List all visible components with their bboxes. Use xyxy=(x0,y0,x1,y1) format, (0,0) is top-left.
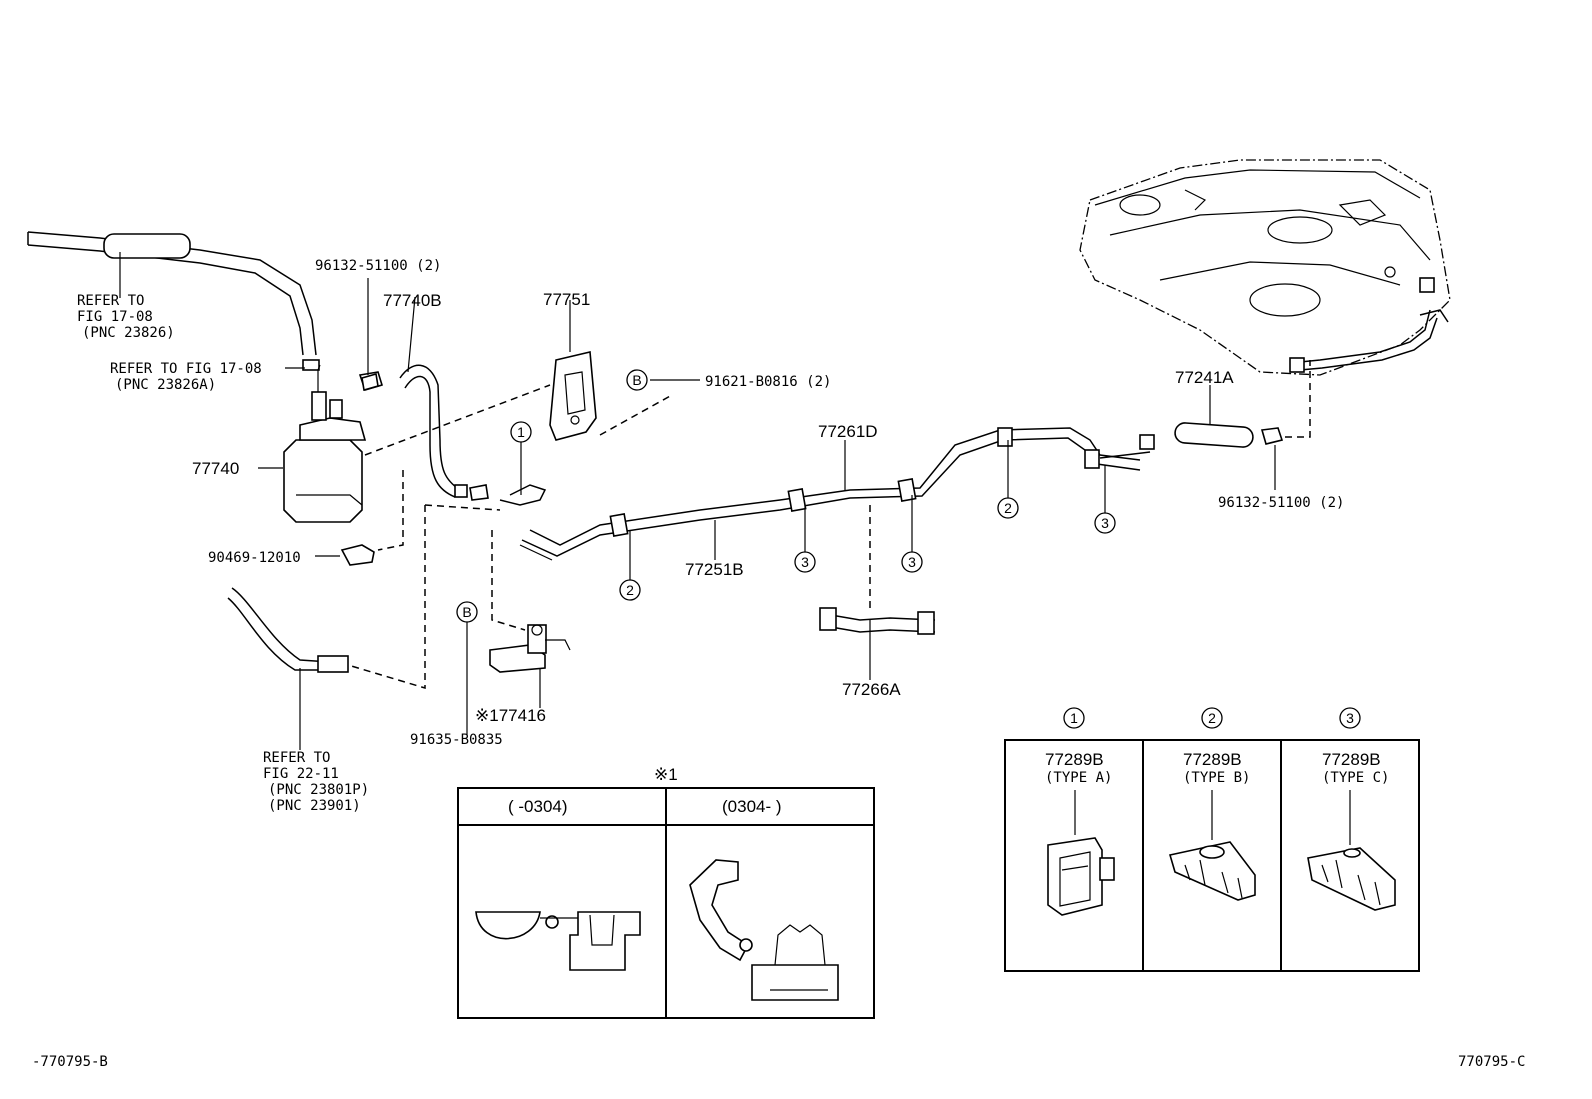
clamp-a-part: 77289B xyxy=(1045,750,1104,769)
refer-fig22-line4: (PNC 23901) xyxy=(268,798,361,814)
footer-right-code: 770795-C xyxy=(1458,1054,1525,1070)
leader-lines xyxy=(258,278,1276,735)
callout-3-a: 3 xyxy=(801,554,809,570)
callout-2-right: 2 xyxy=(1004,500,1012,516)
hose-clamps xyxy=(361,372,489,501)
refer-fig17a-line2: (PNC 23826A) xyxy=(115,377,216,393)
bracket-177416 xyxy=(489,624,571,708)
inset-variant-box: ※1 ( -0304) (0304- ) xyxy=(457,765,875,1019)
label-90469: 90469-12010 xyxy=(208,550,301,566)
refer-fig17-line2: FIG 17-08 xyxy=(77,309,153,325)
clamp-type-c-drawing xyxy=(1307,790,1396,911)
callout-3-c: 3 xyxy=(1101,515,1109,531)
refer-fig22-line1: REFER TO xyxy=(263,750,330,766)
clamp-marker-3: 3 xyxy=(1346,710,1354,726)
clamp-type-b-drawing xyxy=(1168,790,1256,901)
clamp-c-part: 77289B xyxy=(1322,750,1381,769)
inset-title: ※1 xyxy=(654,765,678,784)
vent-hose-upper xyxy=(27,231,320,371)
lower-hose xyxy=(227,587,349,750)
footer-left-code: -770795-B xyxy=(32,1054,108,1070)
label-177416: ※177416 xyxy=(475,706,546,725)
clamp-b-part: 77289B xyxy=(1183,750,1242,769)
label-77266a: 77266A xyxy=(842,680,901,699)
label-77251b: 77251B xyxy=(685,560,744,579)
label-91635: 91635-B0835 xyxy=(410,732,503,748)
refer-fig22-line3: (PNC 23801P) xyxy=(268,782,369,798)
dashed-leaders xyxy=(347,360,1311,690)
bracket-77751 xyxy=(549,300,597,441)
clamp-type-a-drawing xyxy=(1047,790,1115,916)
label-77261d: 77261D xyxy=(818,422,878,441)
clamp-type-table: 1 2 3 77289B (TYPE A) 77289B (TYPE B) 77… xyxy=(1004,707,1420,972)
clamp-marker-2: 2 xyxy=(1208,710,1216,726)
pipe-clips xyxy=(609,427,1155,537)
callout-b-lower: B xyxy=(462,604,471,620)
callout-2-left: 2 xyxy=(626,582,634,598)
clamp-new-style xyxy=(689,859,839,1001)
hose-77241a xyxy=(1174,422,1284,448)
clamp-b-type: (TYPE B) xyxy=(1183,770,1250,786)
label-77751: 77751 xyxy=(543,290,590,309)
label-77740b: 77740B xyxy=(383,291,442,310)
hose-77266a xyxy=(819,607,936,680)
callout-b-upper: B xyxy=(632,372,641,388)
callout-3-b: 3 xyxy=(908,554,916,570)
valve-90469 xyxy=(340,544,375,566)
refer-fig17-line3: (PNC 23826) xyxy=(82,325,175,341)
refer-fig22-line2: FIG 22-11 xyxy=(263,766,339,782)
label-91621: 91621-B0816 (2) xyxy=(705,374,831,390)
label-77740: 77740 xyxy=(192,459,239,478)
refer-fig17a-line1: REFER TO FIG 17-08 xyxy=(110,361,262,377)
clamp-marker-1: 1 xyxy=(1070,710,1078,726)
callout-1-upper: 1 xyxy=(517,424,525,440)
refer-fig17-line1: REFER TO xyxy=(77,293,144,309)
label-96132-top: 96132-51100 (2) xyxy=(315,258,441,274)
charcoal-canister xyxy=(283,364,367,523)
clamp-c-type: (TYPE C) xyxy=(1322,770,1389,786)
inset-col1-range: ( -0304) xyxy=(508,797,568,816)
clamp-old-style xyxy=(475,911,641,971)
inset-col2-range: (0304- ) xyxy=(722,797,782,816)
label-96132-right: 96132-51100 (2) xyxy=(1218,495,1344,511)
callout-markers: 1 B 2 3 3 2 3 B xyxy=(456,369,1116,623)
fuel-tank xyxy=(1079,159,1451,376)
part-labels: REFER TO FIG 17-08 (PNC 23826) REFER TO … xyxy=(32,258,1525,1070)
fuel-pipes xyxy=(499,427,1151,561)
label-77241a: 77241A xyxy=(1175,368,1234,387)
clamp-a-type: (TYPE A) xyxy=(1045,770,1112,786)
